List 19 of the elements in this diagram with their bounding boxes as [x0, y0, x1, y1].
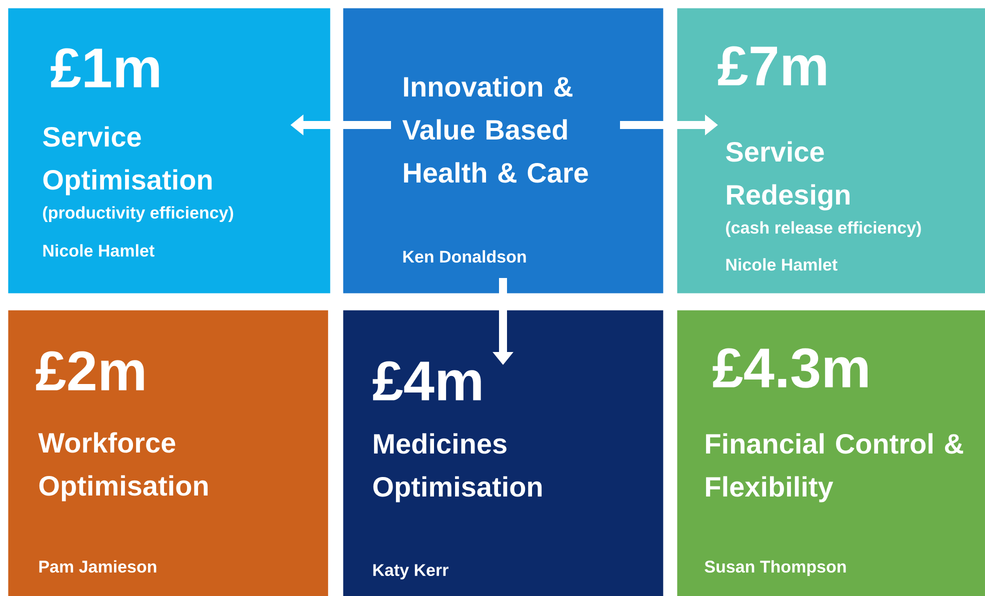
- heading-text: Financial Control & Flexibility: [706, 433, 964, 502]
- heading-text: Service Optimisation: [43, 126, 212, 196]
- amount-text: £2m: [36, 351, 144, 390]
- heading-text: Medicines Optimisation: [373, 433, 542, 502]
- person-name: Nicole Hamlet: [43, 244, 154, 257]
- heading-text: Service Redesign: [726, 141, 850, 210]
- subheading-text: (productivity efficiency): [43, 206, 234, 222]
- person-name: Katy Kerr: [373, 564, 448, 580]
- amount-text: £1m: [50, 48, 159, 88]
- person-name: Nicole Hamlet: [726, 258, 838, 271]
- amount-text: £7m: [718, 46, 826, 86]
- amount-text: £4.3m: [712, 348, 868, 388]
- person-name: Pam Jamieson: [39, 560, 156, 573]
- heading-text: Innovation & Value Based Health & Care: [402, 76, 588, 183]
- person-name: Susan Thompson: [704, 560, 846, 576]
- amount-text: £4m: [372, 361, 481, 400]
- person-name: Ken Donaldson: [403, 250, 526, 263]
- heading-text: Workforce Optimisation: [38, 432, 208, 502]
- subheading-text: (cash release efficiency): [726, 221, 921, 238]
